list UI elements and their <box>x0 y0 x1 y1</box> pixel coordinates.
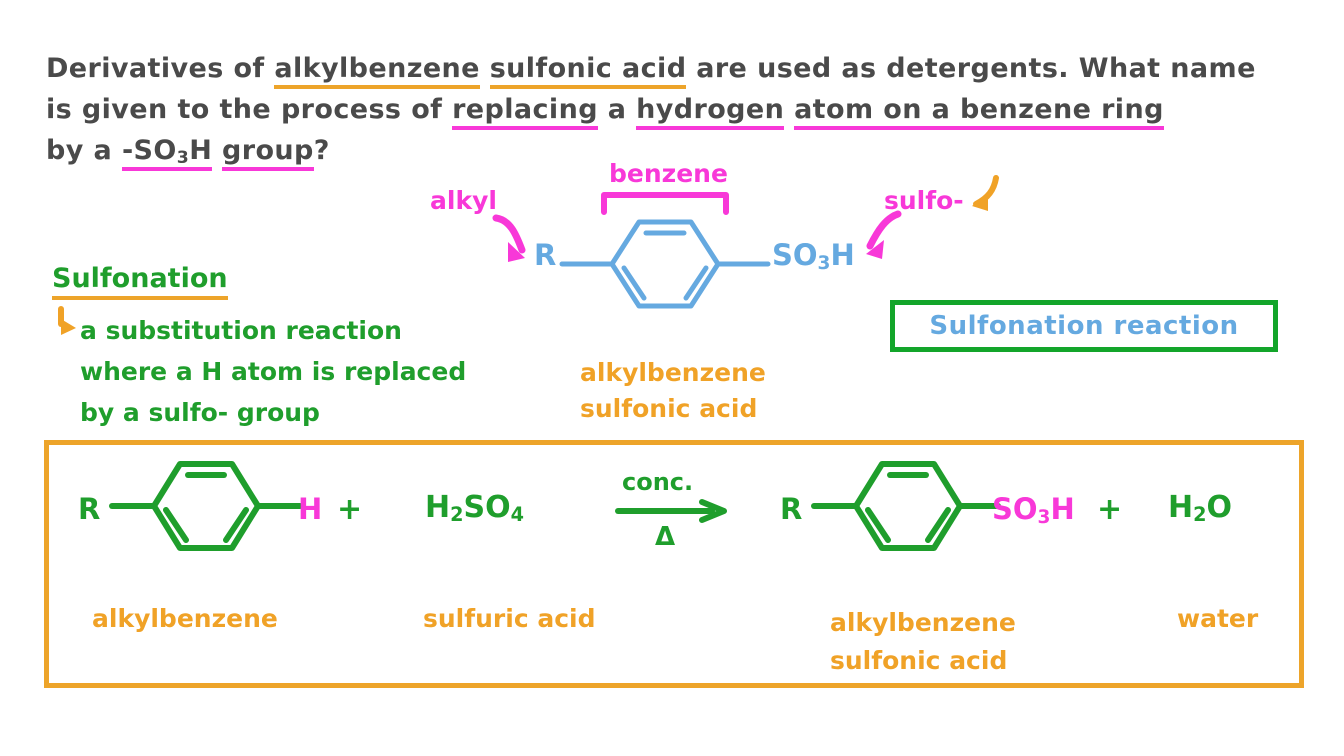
question-seg: are used as detergents. What name <box>686 53 1256 84</box>
formula-sulfuric-acid: H2SO4 <box>425 490 524 527</box>
reaction-equation-box <box>44 440 1304 688</box>
desc-line-3: by a sulfo- group <box>80 398 320 427</box>
question-line-1: Derivatives of alkylbenzene sulfonic aci… <box>46 48 1316 89</box>
question-seg: a <box>597 94 637 125</box>
underlined-term-hydrogen: hydrogen <box>636 94 785 130</box>
subscript-2: 2 <box>450 503 464 527</box>
mid-label-line-2: sulfonic acid <box>580 394 758 423</box>
question-seg: by a <box>46 135 122 166</box>
subscript-3: 3 <box>176 147 190 168</box>
compound-name-water: water <box>1177 604 1259 633</box>
question-seg <box>212 135 222 166</box>
question-text: Derivatives of alkylbenzene sulfonic aci… <box>46 48 1316 171</box>
heading-sulfonation: Sulfonation <box>52 263 228 300</box>
question-line-2: is given to the process of replacing a h… <box>46 89 1316 130</box>
group-label-so3h-top: SO3H <box>772 238 855 275</box>
underlined-term-benzene-ring: atom on a benzene ring <box>794 94 1164 130</box>
answer-box: Sulfonation reaction <box>890 300 1278 352</box>
molecule-alkylbenzene-sulfonic-acid-top <box>559 219 771 309</box>
arrow-orange-hook-icon <box>972 175 999 211</box>
question-seg: Derivatives of <box>46 53 275 84</box>
subscript-3: 3 <box>817 253 831 275</box>
label-sulfo: sulfo- <box>884 186 964 215</box>
label-alkyl: alkyl <box>430 186 497 215</box>
question-line-3: by a -SO3H group? <box>46 130 1316 171</box>
reaction-arrow-icon <box>615 499 727 523</box>
question-seg: is given to the process of <box>46 94 453 125</box>
formula-water: H2O <box>1168 490 1232 527</box>
compound-name-alkylbenzene: alkylbenzene <box>92 604 278 633</box>
label-alkylbenzene-sulfonic-acid-mid: alkylbenzene sulfonic acid <box>580 355 766 427</box>
mid-label-line-1: alkylbenzene <box>580 358 766 387</box>
atom-label-R-reactant: R <box>78 492 101 526</box>
underlined-term-replacing: replacing <box>452 94 598 130</box>
product-name-line-1: alkylbenzene <box>830 608 1016 637</box>
subscript-3: 3 <box>1037 507 1051 529</box>
atom-label-H-reactant: H <box>298 492 323 526</box>
molecule-alkylbenzene-reactant <box>109 461 303 551</box>
group-label-so3h-product: SO3H <box>992 492 1075 529</box>
label-benzene: benzene <box>609 159 728 188</box>
question-seg: ? <box>313 135 330 166</box>
subscript-2: 2 <box>1193 503 1207 527</box>
molecule-alkylbenzene-sulfonic-acid-product <box>811 461 1001 551</box>
compound-name-sulfuric-acid: sulfuric acid <box>423 604 596 633</box>
plus-sign-2: + <box>1097 492 1123 527</box>
underlined-term-group: group <box>222 135 314 171</box>
underlined-term-alkylbenzene: alkylbenzene <box>274 53 480 89</box>
desc-line-1: a substitution reaction <box>80 316 402 345</box>
compound-name-alkylbenzene-sulfonic-acid: alkylbenzene sulfonic acid <box>830 604 1016 680</box>
atom-label-R-top: R <box>534 238 557 272</box>
plus-sign-1: + <box>337 492 363 527</box>
hook-arrow-icon <box>58 306 76 335</box>
sulfonation-description: a substitution reaction where a H atom i… <box>80 310 466 433</box>
underlined-term-sulfonic-acid: sulfonic acid <box>489 53 687 89</box>
desc-line-2: where a H atom is replaced <box>80 357 467 386</box>
condition-above-arrow: conc. <box>622 468 694 496</box>
answer-text: Sulfonation reaction <box>929 311 1239 341</box>
atom-label-R-product: R <box>780 492 803 526</box>
underlined-term-so3h: -SO3H <box>121 135 213 171</box>
condition-below-arrow: Δ <box>655 522 676 552</box>
arrow-alkyl-to-r-icon <box>492 214 526 262</box>
question-seg <box>480 53 490 84</box>
product-name-line-2: sulfonic acid <box>830 646 1008 675</box>
question-seg <box>784 94 794 125</box>
arrow-sulfo-to-so3h-icon <box>866 210 902 259</box>
subscript-4: 4 <box>510 503 524 527</box>
benzene-bracket <box>601 192 729 215</box>
